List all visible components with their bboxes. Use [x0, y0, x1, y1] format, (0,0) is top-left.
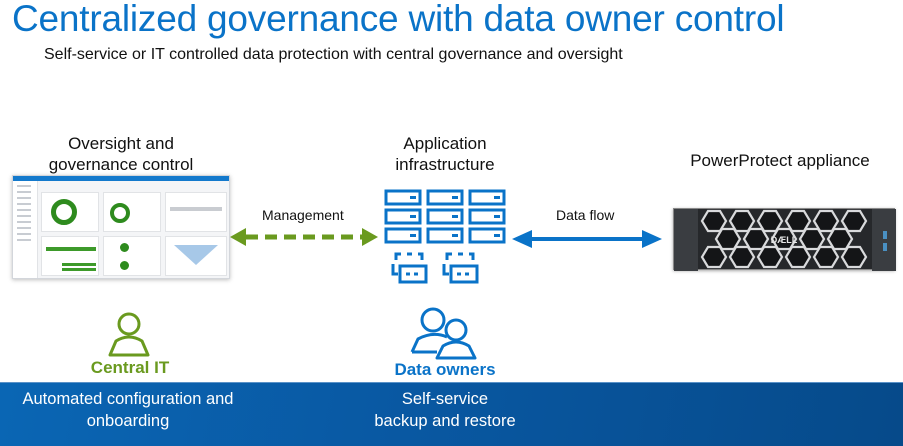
data-owners-description-line1: Self-service — [401, 390, 489, 408]
management-arrow — [230, 228, 378, 246]
data-owners-description: Self-service backup and restore — [345, 388, 545, 432]
oversight-label: Oversight and governance control — [10, 133, 232, 175]
central-it-description: Automated configuration and onboarding — [0, 388, 256, 432]
page-title: Centralized governance with data owner c… — [12, 0, 785, 39]
donut-chart — [51, 199, 77, 225]
dashboard-card-funnel — [165, 236, 227, 276]
oversight-label-line2: governance control — [48, 155, 194, 174]
central-it-description-line1: Automated configuration and — [22, 390, 234, 408]
funnel-chart — [174, 245, 218, 265]
data-flow-arrow — [512, 230, 662, 248]
powerprotect-appliance-label: PowerProtect appliance — [690, 151, 870, 170]
dashboard-card-compliance — [103, 236, 161, 276]
hexagon-bezel: DÆLL — [674, 209, 896, 271]
powerprotect-appliance-image: DÆLL — [673, 208, 896, 271]
dashboard-card-capacity — [165, 192, 227, 232]
dell-logo: DÆLL — [771, 235, 798, 245]
central-it-description-line2: onboarding — [86, 412, 170, 430]
dashboard-screenshot — [12, 175, 230, 279]
health-bar — [62, 263, 96, 266]
donut-chart — [110, 203, 130, 223]
status-dot — [120, 243, 129, 252]
management-label: Management — [262, 207, 344, 223]
people-icon — [410, 307, 477, 360]
bottom-band — [0, 382, 903, 446]
server-rack-icon — [384, 189, 506, 284]
capacity-bar — [170, 207, 222, 211]
page-subtitle: Self-service or IT controlled data prote… — [44, 46, 623, 63]
person-icon — [108, 312, 150, 357]
dashboard-card-health — [41, 236, 99, 276]
data-owners-label: Data owners — [394, 360, 496, 379]
dashboard-sidebar — [13, 181, 38, 278]
status-dot — [120, 261, 129, 270]
oversight-label-line1: Oversight and — [68, 134, 174, 153]
dashboard-card-protection — [41, 192, 99, 232]
dashboard-titlebar — [13, 176, 229, 181]
dashboard-card-jobs — [103, 192, 161, 232]
application-label-line1: Application — [403, 134, 487, 153]
application-infrastructure-label: Application infrastructure — [340, 133, 550, 175]
central-it-label: Central IT — [90, 358, 170, 377]
data-owners-description-line2: backup and restore — [374, 412, 516, 430]
application-label-line2: infrastructure — [395, 155, 495, 174]
health-bar — [46, 247, 96, 251]
health-bar — [62, 268, 96, 271]
data-flow-label: Data flow — [556, 207, 615, 223]
